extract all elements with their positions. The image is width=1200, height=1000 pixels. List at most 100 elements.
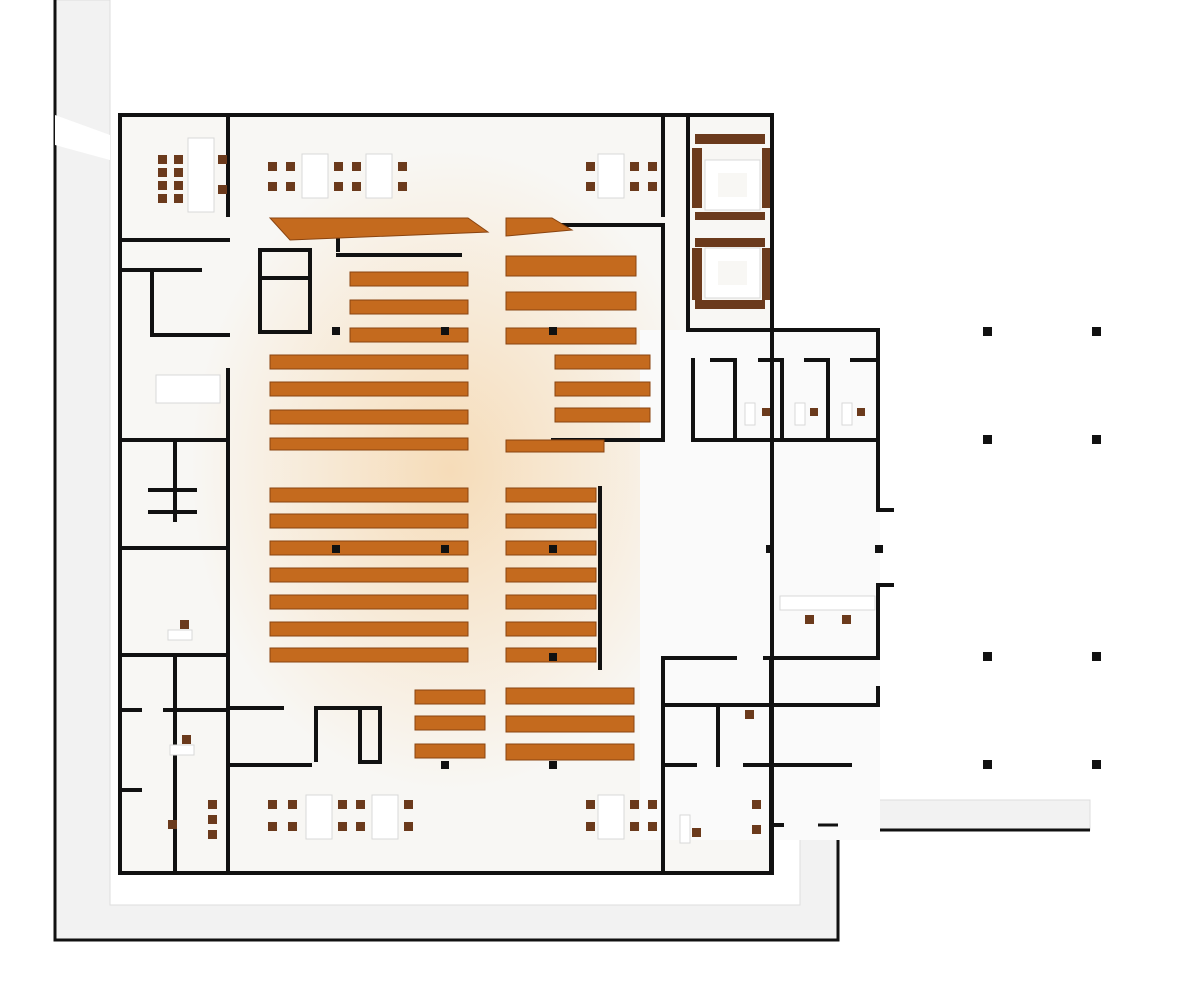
chair-icon	[630, 800, 639, 809]
bookshelf	[269, 354, 469, 370]
bookshelf	[505, 567, 597, 583]
chair-icon	[404, 800, 413, 809]
table-icon	[187, 137, 215, 213]
bookshelf	[268, 217, 490, 241]
square-column-icon	[441, 327, 449, 335]
chair-icon	[762, 148, 770, 208]
bookshelf	[269, 621, 469, 637]
chair-icon	[692, 248, 702, 300]
square-column-icon	[549, 327, 557, 335]
bookshelf	[505, 743, 635, 761]
table-icon	[365, 153, 393, 199]
square-column-icon	[766, 545, 774, 553]
bookshelf	[505, 439, 605, 453]
chair-icon	[398, 162, 407, 171]
chair-icon	[648, 162, 657, 171]
bookshelf	[505, 594, 597, 610]
table-icon	[371, 794, 399, 840]
chair-icon	[286, 182, 295, 191]
chair-icon	[338, 800, 347, 809]
table-icon	[779, 595, 876, 611]
chair-icon	[762, 408, 770, 416]
chair-icon	[268, 822, 277, 831]
table-icon	[679, 814, 691, 844]
chair-icon	[174, 181, 183, 190]
bookshelf	[554, 407, 651, 423]
chair-icon	[752, 825, 761, 834]
chair-icon	[168, 820, 177, 829]
bookshelf	[349, 327, 469, 343]
table-icon	[301, 153, 329, 199]
square-column-icon	[983, 652, 992, 661]
square-column-icon	[549, 761, 557, 769]
table-icon	[794, 402, 806, 426]
bookshelf	[269, 513, 469, 529]
bookshelf	[505, 327, 637, 345]
bookshelf	[505, 715, 635, 733]
table-icon	[744, 402, 756, 426]
table-icon	[597, 794, 625, 840]
bookshelf	[505, 621, 597, 637]
chair-icon	[805, 615, 814, 624]
bookshelf	[269, 647, 469, 663]
chair-icon	[857, 408, 865, 416]
square-column-icon	[1092, 652, 1101, 661]
columns	[332, 327, 1101, 769]
square-column-icon	[441, 545, 449, 553]
chair-icon	[334, 182, 343, 191]
chair-icon	[174, 168, 183, 177]
table-icon	[155, 374, 221, 404]
chair-icon	[745, 710, 754, 719]
chair-icon	[586, 800, 595, 809]
exterior-wall	[118, 113, 774, 875]
bookshelf	[414, 715, 486, 731]
chair-icon	[648, 800, 657, 809]
outer-terrace	[53, 0, 1091, 942]
chair-icon	[695, 238, 765, 247]
chair-icon	[268, 182, 277, 191]
chair-icon	[648, 182, 657, 191]
chair-icon	[762, 248, 770, 300]
chair-icon	[286, 162, 295, 171]
chair-icon	[208, 815, 217, 824]
bookshelf	[505, 487, 597, 503]
bookshelf	[414, 689, 486, 705]
chair-icon	[158, 168, 167, 177]
bookshelf	[269, 594, 469, 610]
table-icon	[169, 744, 195, 756]
chair-icon	[404, 822, 413, 831]
square-column-icon	[983, 435, 992, 444]
square-column-icon	[1092, 435, 1101, 444]
chair-icon	[752, 800, 761, 809]
chair-icon	[182, 735, 191, 744]
chair-icon	[692, 148, 702, 208]
chairs	[158, 134, 865, 839]
tables	[155, 137, 876, 844]
chair-icon	[158, 181, 167, 190]
chair-icon	[208, 800, 217, 809]
chair-icon	[630, 162, 639, 171]
bookshelf	[505, 255, 637, 277]
bookshelf	[505, 291, 637, 311]
chair-icon	[630, 182, 639, 191]
bookshelf	[269, 437, 469, 451]
chair-icon	[268, 162, 277, 171]
table-icon	[167, 629, 193, 641]
chair-icon	[630, 822, 639, 831]
chair-icon	[338, 822, 347, 831]
bookshelf	[505, 513, 597, 529]
chair-icon	[174, 155, 183, 164]
chair-icon	[288, 800, 297, 809]
bookshelf	[505, 687, 635, 705]
chair-icon	[842, 615, 851, 624]
square-column-icon	[875, 545, 883, 553]
building-floor	[120, 115, 880, 873]
square-column-icon	[1092, 327, 1101, 336]
table-icon	[841, 402, 853, 426]
chair-icon	[180, 620, 189, 629]
chair-icon	[586, 822, 595, 831]
seminar-table-voids	[718, 173, 747, 285]
chair-icon	[695, 212, 765, 220]
square-column-icon	[332, 327, 340, 335]
bookshelf	[269, 567, 469, 583]
